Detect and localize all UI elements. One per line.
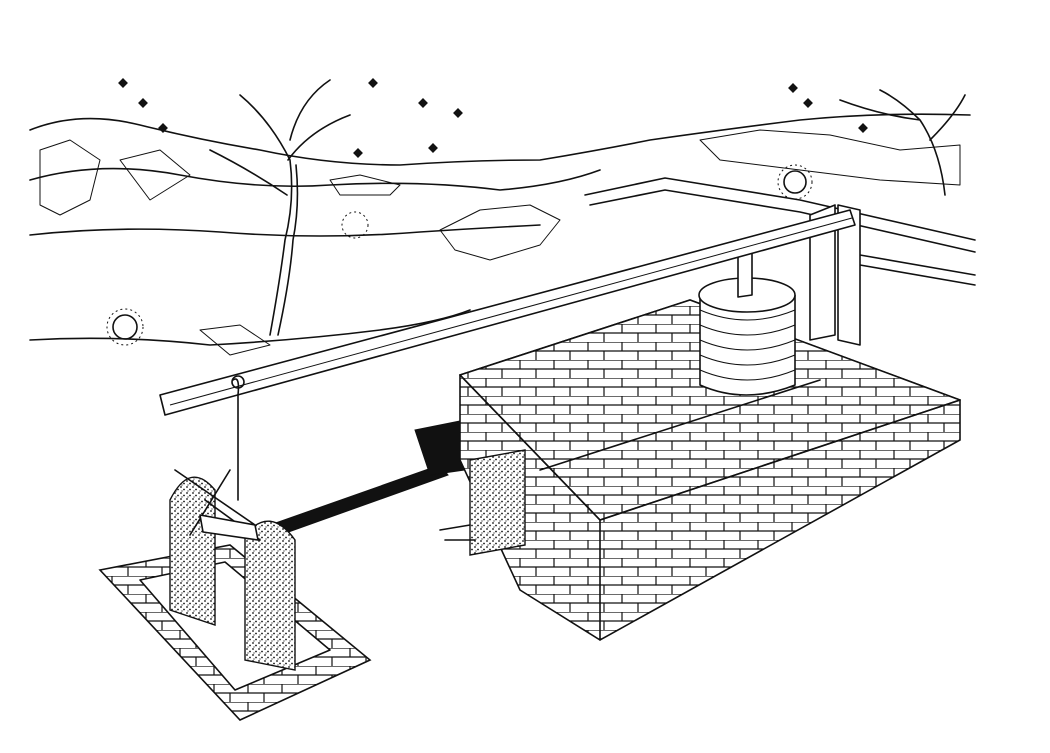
press-beam xyxy=(159,209,856,416)
tree-left xyxy=(118,78,463,336)
windlass xyxy=(169,469,296,671)
press-basket xyxy=(698,252,796,396)
field-wall xyxy=(584,177,976,286)
sun-icon xyxy=(341,211,369,239)
tree-right xyxy=(788,83,966,196)
beam-rope xyxy=(231,375,245,501)
stone-platform xyxy=(459,299,961,641)
sun-icon xyxy=(777,164,813,200)
collection-trough xyxy=(439,449,526,556)
windlass-base xyxy=(98,544,372,721)
hills-landscape xyxy=(29,113,971,356)
sun-icon xyxy=(106,308,144,346)
press-posts xyxy=(809,204,861,346)
